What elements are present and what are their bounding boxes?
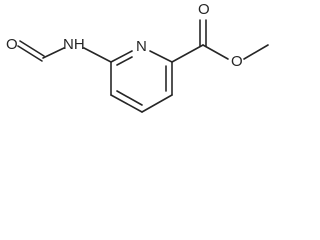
ring-c2-carbonyl-bond <box>171 44 204 63</box>
carbonyl-ester-o-bond <box>202 44 229 60</box>
carbonyl-oxygen-label: O <box>198 1 210 18</box>
formyl-oxygen-label: O <box>6 36 18 53</box>
formyl-c-o-double-bond-2 <box>19 40 45 57</box>
formyl-c-o-double-bond-1 <box>17 45 43 62</box>
ring-bond-n1-c2 <box>149 50 173 63</box>
methyl-ester-group <box>171 19 269 63</box>
ring-bond-c6-n1 <box>110 50 133 63</box>
chemical-structure-diagram: O NH N O O <box>6 1 269 113</box>
pyridine-ring <box>110 50 173 113</box>
amide-nitrogen-label: NH <box>63 36 85 53</box>
ring-bond-c3-c4 <box>141 94 173 113</box>
formyl-group <box>17 40 65 62</box>
ring-bond-c4-c5-inner <box>116 90 143 106</box>
ring-bond-c6-n1-inner <box>116 56 133 66</box>
ring-nitrogen-label: N <box>136 38 147 55</box>
ester-o-methyl-bond <box>243 44 269 60</box>
ring-bond-c4-c5 <box>110 94 143 113</box>
amide-n-ring-bond <box>83 47 112 63</box>
ester-oxygen-label: O <box>231 53 243 70</box>
formyl-c-n-bond <box>42 47 65 59</box>
